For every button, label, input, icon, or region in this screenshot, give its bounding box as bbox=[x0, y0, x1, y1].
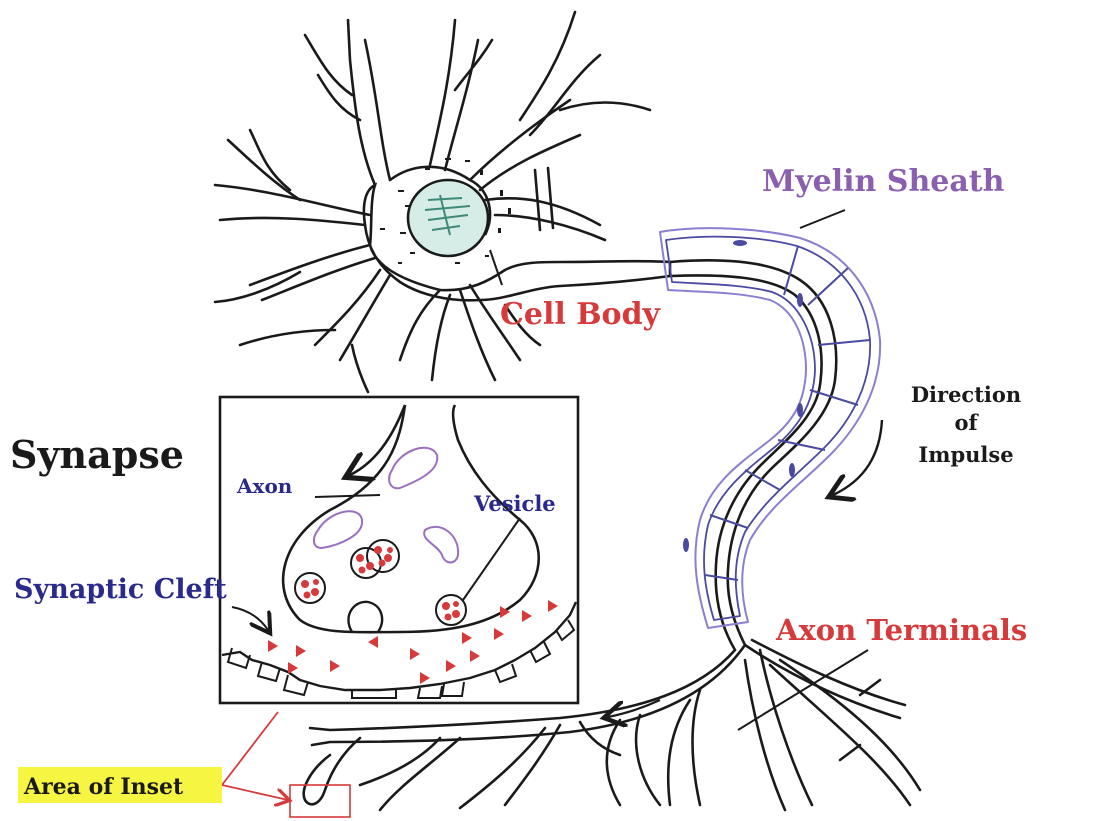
direction-label-line1: Direction bbox=[911, 382, 1021, 407]
inset-frame bbox=[220, 397, 578, 703]
vesicle-label: Vesicle bbox=[473, 491, 556, 516]
synaptic-cleft-label: Synaptic Cleft bbox=[14, 574, 227, 605]
cell-body bbox=[364, 158, 670, 300]
myelin-sheath bbox=[660, 228, 880, 628]
axon bbox=[670, 260, 836, 650]
area-of-inset-pointer-box bbox=[222, 785, 288, 800]
synapse-label: Synapse bbox=[10, 432, 184, 477]
cell-body-label: Cell Body bbox=[500, 297, 662, 332]
area-of-inset-label: Area of Inset bbox=[23, 774, 184, 800]
area-of-inset-pointer-up bbox=[222, 712, 278, 785]
soma-outline bbox=[364, 185, 670, 300]
myelin-inner bbox=[666, 237, 870, 620]
synapse-inset bbox=[220, 397, 578, 703]
axon-label: Axon bbox=[236, 474, 293, 498]
myelin-outer bbox=[660, 228, 880, 628]
direction-label-line3: Impulse bbox=[918, 442, 1013, 467]
direction-of-impulse-arrow bbox=[833, 420, 882, 495]
axon-terminals-label: Axon Terminals bbox=[775, 613, 1027, 647]
myelin-sheath-pointer bbox=[800, 210, 845, 228]
direction-label-line2: of bbox=[954, 410, 979, 435]
cell-body-pointer bbox=[490, 250, 502, 285]
myelin-segment-dividers bbox=[705, 246, 870, 580]
myelin-sheath-label: Myelin Sheath bbox=[762, 164, 1005, 199]
axon-terminals-pointer bbox=[738, 650, 868, 730]
